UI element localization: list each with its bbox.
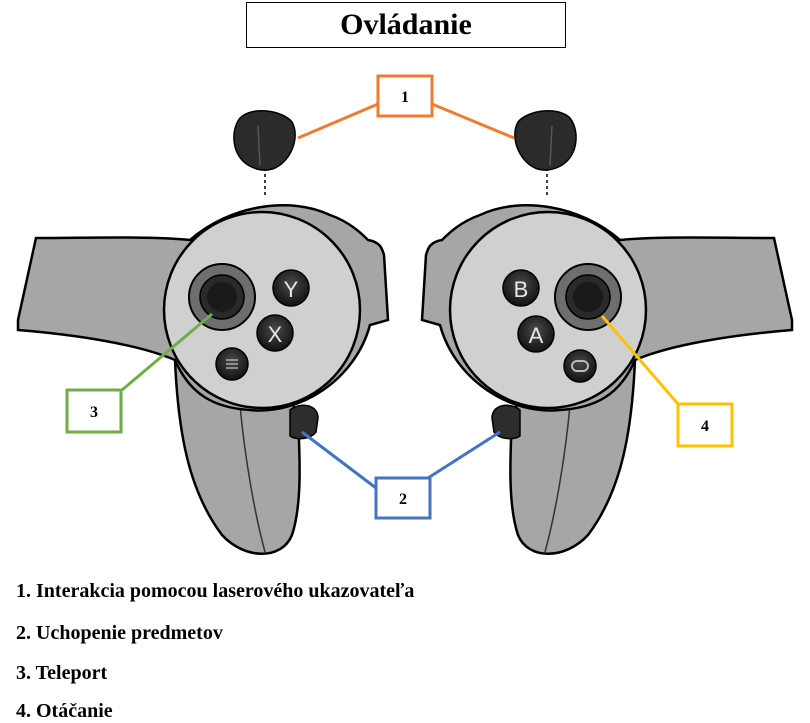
callout-2: 2 bbox=[301, 430, 501, 520]
page-title: Ovládanie bbox=[246, 2, 566, 48]
callout-4-label: 4 bbox=[701, 418, 709, 435]
callout-2-label: 2 bbox=[399, 491, 407, 508]
legend-item-4: 4. Otáčanie bbox=[16, 700, 113, 722]
button-a-label: A bbox=[529, 323, 544, 348]
left-controller: Y X bbox=[16, 204, 390, 555]
left-index-trigger bbox=[233, 110, 296, 171]
callout-4: 4 bbox=[600, 315, 734, 448]
right-controller-face bbox=[448, 210, 648, 410]
menu-icon bbox=[226, 359, 238, 369]
left-controller-face bbox=[162, 210, 362, 410]
right-grip-trigger bbox=[491, 404, 521, 440]
button-y bbox=[272, 269, 310, 307]
oculus-icon bbox=[571, 360, 589, 372]
button-x-label: X bbox=[268, 322, 283, 347]
right-controller: B A bbox=[420, 204, 794, 555]
legend-item-3: 3. Teleport bbox=[16, 662, 108, 684]
button-b bbox=[502, 269, 540, 307]
oculus-button bbox=[563, 349, 597, 383]
right-index-trigger bbox=[514, 110, 577, 171]
legend-item-1: 1. Interakcia pomocou laserového ukazova… bbox=[16, 580, 415, 602]
left-grip-trigger bbox=[289, 404, 319, 440]
callout-3: 3 bbox=[65, 312, 213, 434]
callout-1-label: 1 bbox=[401, 89, 409, 106]
button-x bbox=[256, 314, 294, 352]
button-b-label: B bbox=[514, 277, 529, 302]
callout-1: 1 bbox=[297, 74, 515, 140]
callout-3-label: 3 bbox=[90, 404, 98, 421]
button-y-label: Y bbox=[284, 277, 299, 302]
legend-item-2: 2. Uchopenie predmetov bbox=[16, 622, 223, 644]
button-a bbox=[517, 315, 555, 353]
